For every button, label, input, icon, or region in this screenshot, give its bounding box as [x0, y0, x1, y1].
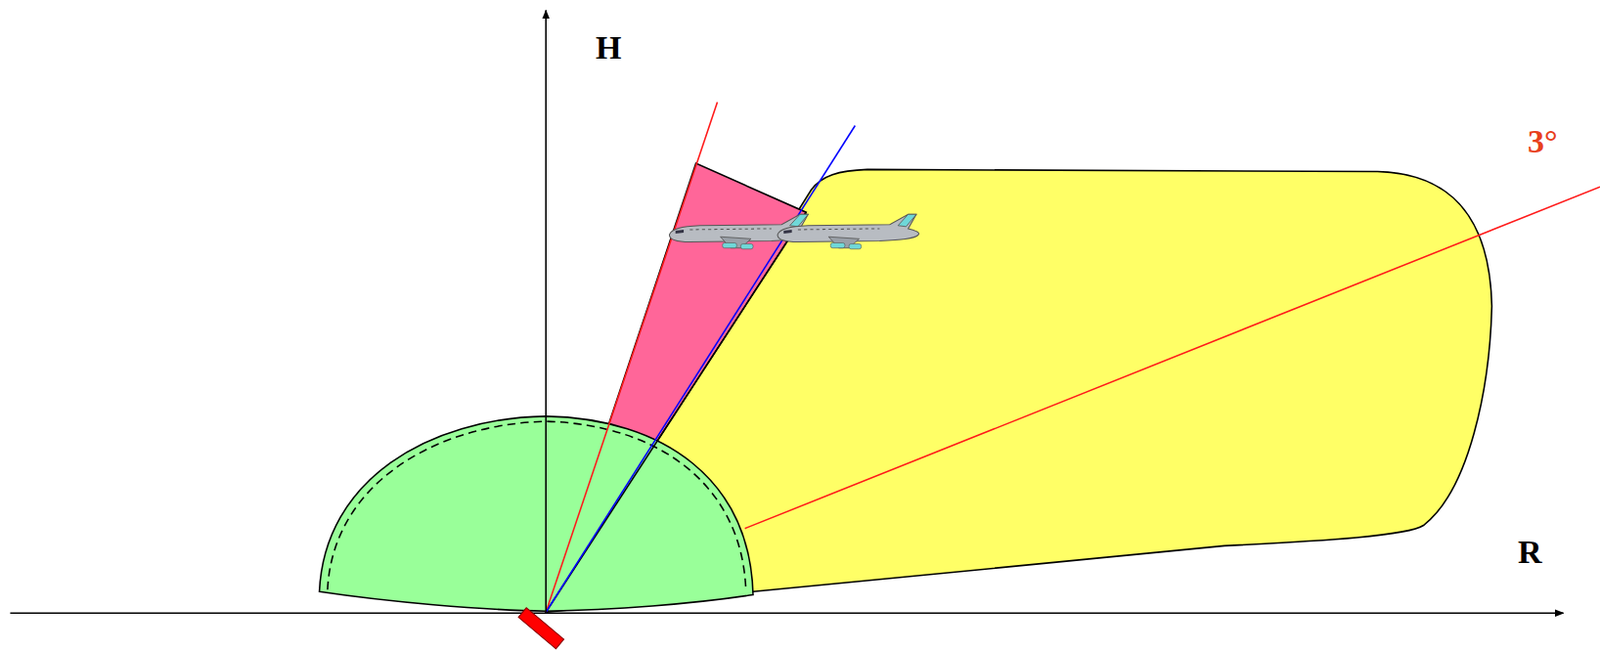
r-axis — [9, 612, 1563, 615]
red-beam-line — [545, 102, 717, 614]
axis-label: H — [595, 31, 622, 65]
near-coverage-dome — [319, 416, 754, 612]
radar-antenna — [518, 608, 564, 650]
axis-label: R — [1517, 535, 1543, 570]
blue-beam-line — [545, 126, 855, 614]
elevation-line — [745, 186, 1600, 530]
h-axis — [544, 10, 547, 614]
wedge-edge — [545, 212, 806, 613]
dashed-contour — [327, 421, 747, 592]
airplane — [777, 214, 920, 249]
angle-label: 3° — [1527, 125, 1558, 159]
